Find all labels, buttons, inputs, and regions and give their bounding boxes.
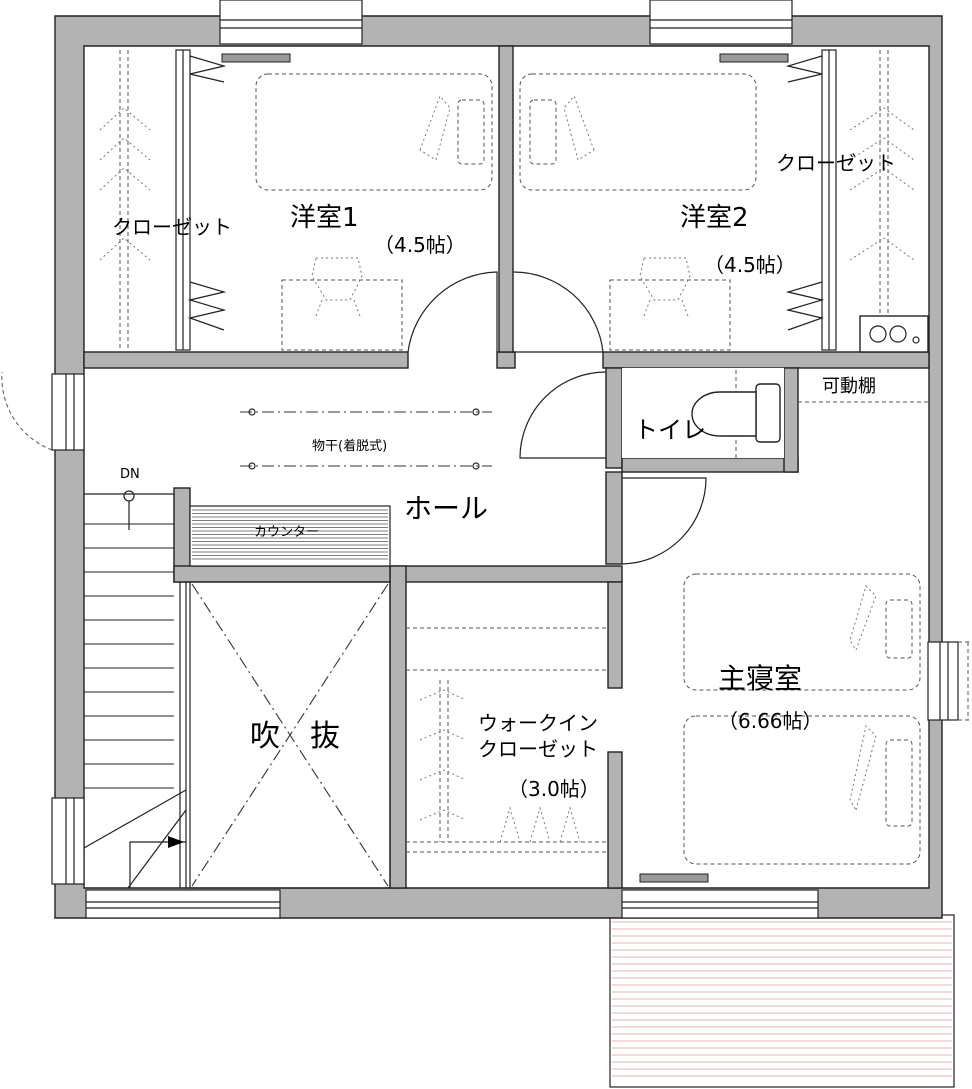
closet-label-right: クローゼット bbox=[776, 151, 896, 175]
interior-walls bbox=[83, 45, 930, 889]
doors-bedrooms bbox=[407, 271, 604, 353]
counter-label: カウンター bbox=[254, 525, 319, 540]
void: 吹 抜 bbox=[189, 581, 391, 889]
windows bbox=[1, 0, 972, 919]
room-label-master: 主寝室 bbox=[718, 662, 802, 695]
adjustable-shelf-label: 可動棚 bbox=[822, 376, 876, 397]
balcony bbox=[609, 914, 955, 1088]
hall: 物干(着脱式) ホール カウンター bbox=[189, 371, 707, 567]
master-bedroom: 主寝室 （6.66帖） bbox=[639, 573, 921, 883]
exterior-walls bbox=[54, 15, 943, 919]
room-label-void: 吹 抜 bbox=[250, 719, 340, 754]
wic-size-label: （3.0帖） bbox=[508, 777, 600, 801]
room-size-master: （6.66帖） bbox=[718, 709, 823, 733]
room-label-hall: ホール bbox=[404, 492, 488, 525]
room-label-bedroom1: 洋室1 bbox=[290, 203, 359, 233]
toilet-room: トイレ 可動棚 bbox=[622, 368, 929, 458]
drying-rod-label: 物干(着脱式) bbox=[312, 438, 387, 454]
wic-label-line1: ウォークイン bbox=[478, 711, 598, 735]
closet-label-left: クローゼット bbox=[112, 215, 232, 239]
walk-in-closet: ウォークイン クローゼット （3.0帖） bbox=[406, 627, 608, 853]
bedroom1: 洋室1 （4.5帖） クローゼット bbox=[99, 49, 493, 351]
staircase: DN bbox=[83, 467, 187, 889]
room-label-bedroom2: 洋室2 bbox=[680, 203, 749, 233]
bedroom2: 洋室2 （4.5帖） クローゼット bbox=[519, 49, 929, 353]
stair-down-label: DN bbox=[120, 467, 140, 482]
wic-label-line2: クローゼット bbox=[478, 737, 598, 761]
room-label-toilet: トイレ bbox=[634, 416, 706, 444]
room-size-bedroom1: （4.5帖） bbox=[374, 233, 466, 257]
room-size-bedroom2: （4.5帖） bbox=[704, 253, 796, 277]
